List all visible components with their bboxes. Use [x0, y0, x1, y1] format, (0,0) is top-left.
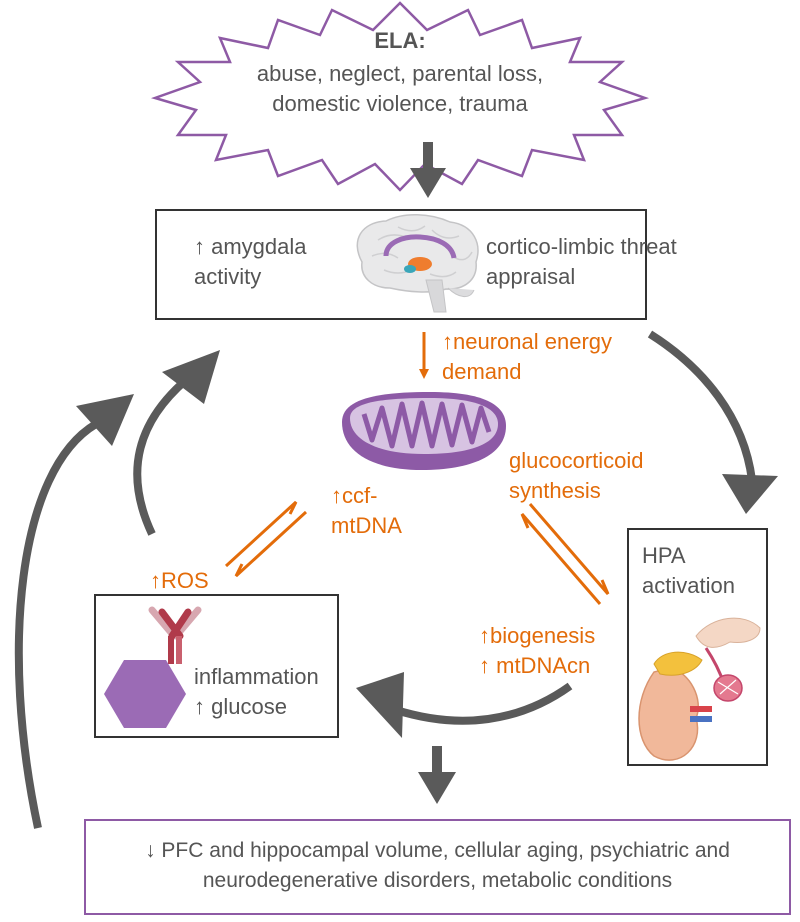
kidney-adrenal-icon — [638, 617, 761, 761]
biogenesis-line2: ↑ mtDNAcn — [479, 653, 591, 678]
ela-to-threat-arrow — [410, 142, 446, 198]
inflammation-label: inflammation — [194, 664, 319, 689]
antibody-icon — [148, 606, 202, 664]
amygdala-line2: activity — [194, 264, 262, 289]
neuronal-demand-line1: ↑neuronal energy — [442, 329, 613, 354]
outcome-line2: neurodegenerative disorders, metabolic c… — [202, 869, 673, 892]
glucocorticoid-line2: synthesis — [509, 478, 601, 503]
ela-title: ELA: — [374, 28, 426, 53]
ccf-mtdna-line1: ↑ccf- — [331, 483, 378, 508]
hpa-activation-box — [627, 528, 768, 766]
glucose-hexagon-icon — [104, 660, 186, 728]
outcome-box — [84, 819, 791, 915]
threat-appraisal-line1: cortico-limbic threat — [486, 234, 677, 259]
to-outcome-arrow — [418, 746, 456, 804]
hpa-line2: activation — [642, 573, 735, 598]
mitochondria-icon — [342, 392, 506, 470]
ela-line2: domestic violence, trauma — [272, 91, 528, 116]
ela-line1: abuse, neglect, parental loss, — [256, 61, 544, 86]
glucocorticoid-line1: glucocorticoid — [509, 448, 644, 473]
ccf-mtdna-line2: mtDNA — [331, 513, 402, 538]
neuronal-demand-line2: demand — [442, 359, 522, 384]
brain-icon — [356, 214, 479, 313]
ros-label: ↑ROS — [150, 568, 209, 593]
biogenesis-line1: ↑biogenesis — [479, 623, 596, 648]
ela-starburst — [150, 1, 650, 192]
inflammation-to-threat-arrow — [133, 350, 220, 536]
glucose-label: ↑ glucose — [194, 694, 287, 719]
hpa-to-inflammation-arrow — [356, 672, 573, 738]
threat-appraisal-box — [155, 209, 647, 320]
hpa-line1: HPA — [642, 543, 686, 568]
biogenesis-equilibrium-arrows — [520, 503, 610, 605]
amygdala-line1: ↑ amygdala — [194, 234, 307, 259]
outcome-line1: ↓ PFC and hippocampal volume, cellular a… — [145, 839, 730, 862]
threat-to-hpa-arrow — [647, 330, 778, 514]
threat-appraisal-line2: appraisal — [486, 264, 576, 289]
inflammation-box — [94, 594, 339, 738]
outcome-to-threat-arrow — [14, 394, 134, 829]
ros-equilibrium-arrows — [224, 500, 308, 578]
